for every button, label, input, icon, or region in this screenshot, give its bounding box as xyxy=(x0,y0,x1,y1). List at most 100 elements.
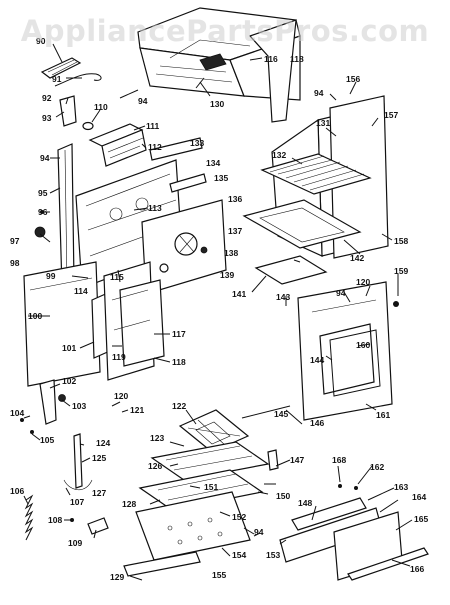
label-123: 123 xyxy=(150,433,164,443)
label-133: 133 xyxy=(190,138,204,148)
label-94-door: 94 xyxy=(336,288,346,298)
label-101: 101 xyxy=(62,343,76,353)
label-143: 143 xyxy=(276,292,290,302)
label-114: 114 xyxy=(74,286,88,296)
part-97-burner-valve xyxy=(34,210,46,238)
part-141-burner-baffle xyxy=(254,255,328,285)
label-150: 150 xyxy=(276,491,290,501)
label-157: 157 xyxy=(384,110,398,120)
label-134: 134 xyxy=(206,158,220,168)
part-105-screws xyxy=(20,418,34,434)
part-109-latch xyxy=(70,517,109,535)
label-128: 128 xyxy=(122,499,136,509)
part-102-hinge-bracket xyxy=(39,379,66,425)
label-164: 164 xyxy=(412,492,426,502)
part-160-door-gasket xyxy=(329,329,381,397)
part-91-wire xyxy=(54,73,102,87)
part-136-rear-panel xyxy=(141,199,227,295)
label-138: 138 xyxy=(224,248,238,258)
label-141: 141 xyxy=(232,289,246,299)
part-119-insulation xyxy=(91,261,165,381)
label-106: 106 xyxy=(10,486,24,496)
label-126: 126 xyxy=(148,461,162,471)
label-100: 100 xyxy=(28,311,42,321)
label-105: 105 xyxy=(40,435,54,445)
part-90-terminal-block xyxy=(40,57,82,79)
label-152: 152 xyxy=(232,512,246,522)
label-95: 95 xyxy=(38,188,48,198)
part-155-drawer-handle xyxy=(123,551,201,577)
label-130: 130 xyxy=(210,99,224,109)
label-158: 158 xyxy=(394,236,408,246)
part-126-broiler-pan xyxy=(150,441,270,481)
part-124-rod xyxy=(63,433,93,491)
label-103: 103 xyxy=(72,401,86,411)
label-115: 115 xyxy=(110,272,124,282)
label-156: 156 xyxy=(346,74,360,84)
label-109: 109 xyxy=(68,538,82,548)
label-148: 148 xyxy=(298,498,312,508)
label-116: 116 xyxy=(264,54,278,64)
label-108: 108 xyxy=(48,515,62,525)
label-102: 102 xyxy=(62,376,76,386)
label-137: 137 xyxy=(228,226,242,236)
part-161-oven-door xyxy=(297,281,393,421)
label-151: 151 xyxy=(204,482,218,492)
part-122-oven-burner xyxy=(178,409,250,453)
part-133-bracket xyxy=(149,137,207,193)
label-145: 145 xyxy=(274,409,288,419)
label-163: 163 xyxy=(394,482,408,492)
label-121: 121 xyxy=(130,405,144,415)
part-147-clip xyxy=(267,449,279,471)
label-122: 122 xyxy=(172,401,186,411)
label-92: 92 xyxy=(42,93,52,103)
label-117: 117 xyxy=(172,329,186,339)
label-118-top: 118 xyxy=(290,54,304,64)
part-132-oven-rack xyxy=(260,153,372,195)
label-144: 144 xyxy=(310,355,324,365)
label-112: 112 xyxy=(148,142,162,152)
label-120-left: 120 xyxy=(114,391,128,401)
label-168: 168 xyxy=(332,455,346,465)
label-146: 146 xyxy=(310,418,324,428)
label-98: 98 xyxy=(10,258,20,268)
label-166: 166 xyxy=(410,564,424,574)
part-111-vent-duct xyxy=(88,123,147,167)
label-94-drawer: 94 xyxy=(254,527,264,537)
label-91: 91 xyxy=(52,74,62,84)
part-number-labels: 90 91 92 93 94 94 94 94 94 95 96 97 98 9… xyxy=(10,36,428,582)
label-153: 153 xyxy=(266,550,280,560)
label-136: 136 xyxy=(228,194,242,204)
label-131: 131 xyxy=(316,118,330,128)
part-116-cooktop-top xyxy=(137,7,301,123)
part-151-broiler-rack xyxy=(138,469,264,511)
label-119: 119 xyxy=(112,352,126,362)
part-166-trim-strip xyxy=(347,547,429,581)
label-165: 165 xyxy=(414,514,428,524)
part-145-rod xyxy=(241,405,291,419)
label-94-left: 94 xyxy=(40,153,50,163)
label-104: 104 xyxy=(10,408,24,418)
label-120-right: 120 xyxy=(356,277,370,287)
label-97: 97 xyxy=(10,236,20,246)
part-154-drawer-bottom xyxy=(135,491,251,561)
label-132: 132 xyxy=(272,150,286,160)
label-93: 93 xyxy=(42,113,52,123)
label-154: 154 xyxy=(232,550,246,560)
label-94-right: 94 xyxy=(314,88,324,98)
label-94-top: 94 xyxy=(138,96,148,106)
part-92-bracket xyxy=(59,95,77,127)
label-110: 110 xyxy=(94,102,108,112)
part-142-oven-bottom xyxy=(242,199,362,249)
part-110-clip xyxy=(82,121,94,131)
label-162: 162 xyxy=(370,462,384,472)
label-118-bottom: 118 xyxy=(172,357,186,367)
part-163-screws xyxy=(338,301,399,490)
label-111: 111 xyxy=(146,121,160,131)
label-135: 135 xyxy=(214,173,228,183)
label-125: 125 xyxy=(92,453,106,463)
label-147: 147 xyxy=(290,455,304,465)
label-90: 90 xyxy=(36,36,46,46)
